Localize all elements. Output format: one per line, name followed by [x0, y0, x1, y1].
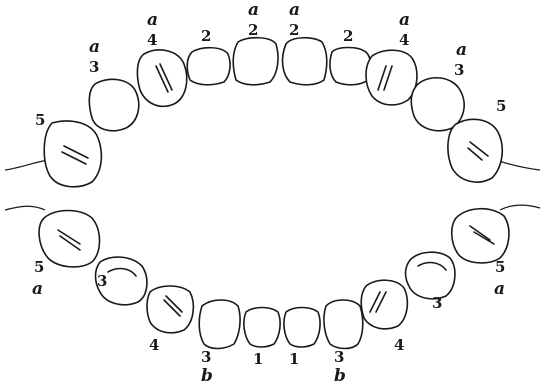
lower-arch — [39, 209, 509, 349]
upper-premolar-left-number: 3 — [89, 58, 99, 76]
upper-left-molar-5 — [448, 119, 502, 182]
upper-arch — [44, 38, 502, 187]
lower-canine-right-number: 4 — [394, 336, 404, 354]
lower-right-gum-line — [500, 205, 540, 210]
lower-premolar-b-right-letter: b — [334, 366, 346, 386]
upper-left-central-incisor-2 — [283, 38, 327, 85]
lower-molar-left-letter: a — [32, 279, 43, 299]
lower-premolar-b-left-letter: b — [201, 366, 213, 386]
lower-premolar-b-right-number: 3 — [334, 348, 344, 366]
upper-central-left-letter: a — [248, 0, 259, 20]
lower-right-canine-4 — [147, 286, 193, 333]
lower-right-premolar-3b — [199, 300, 240, 349]
lower-left-premolar-3 — [406, 252, 455, 299]
upper-molar-right-number: 5 — [496, 97, 506, 115]
lower-right-molar-5 — [39, 211, 99, 267]
upper-canine-right-letter: a — [399, 10, 410, 30]
lower-canine-left-number: 4 — [149, 336, 159, 354]
upper-left-lateral-incisor-2 — [330, 48, 371, 85]
lower-molar-left-number: 5 — [34, 258, 44, 276]
upper-left-canine-4 — [366, 50, 417, 105]
lower-molar-right-letter: a — [494, 279, 505, 299]
upper-right-gum-line — [496, 160, 540, 170]
lower-left-canine-4 — [361, 280, 407, 329]
lower-left-gum-line — [5, 206, 45, 210]
lower-premolar-left-number: 3 — [97, 272, 107, 290]
lower-right-incisor-1 — [244, 308, 280, 348]
lower-left-incisor-1 — [284, 308, 320, 348]
upper-left-gum-line — [5, 160, 48, 170]
upper-right-premolar-3 — [89, 79, 138, 130]
lower-molar-right-number: 5 — [495, 258, 505, 276]
upper-central-left-number: 2 — [248, 21, 258, 39]
upper-central-right-letter: a — [289, 0, 300, 20]
upper-central-right-number: 2 — [289, 21, 299, 39]
upper-premolar-right-letter: a — [456, 40, 467, 60]
upper-canine-left-letter: a — [147, 10, 158, 30]
upper-right-central-incisor-2 — [233, 38, 278, 85]
lower-left-premolar-3b — [324, 300, 363, 349]
upper-premolar-right-number: 3 — [454, 61, 464, 79]
lower-premolar-right-number: 3 — [432, 294, 442, 312]
upper-canine-right-number: 4 — [399, 31, 409, 49]
upper-right-lateral-incisor-2 — [187, 48, 230, 85]
upper-right-molar-5 — [44, 121, 101, 187]
lower-incisor-right-number: 1 — [289, 350, 299, 368]
upper-canine-left-number: 4 — [147, 31, 157, 49]
upper-molar-left-number: 5 — [35, 111, 45, 129]
lower-incisor-left-number: 1 — [253, 350, 263, 368]
upper-lateral-left-number: 2 — [201, 27, 211, 45]
lower-premolar-b-left-number: 3 — [201, 348, 211, 366]
upper-lateral-right-number: 2 — [343, 27, 353, 45]
upper-left-premolar-3 — [411, 78, 464, 131]
upper-premolar-left-letter: a — [89, 37, 100, 57]
